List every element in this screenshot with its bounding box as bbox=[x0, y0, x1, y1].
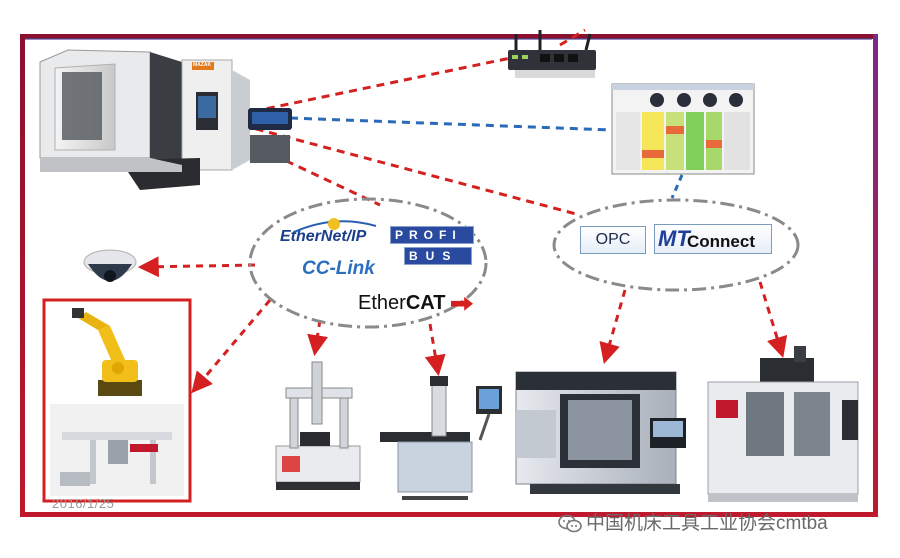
frame-left-border bbox=[20, 34, 25, 517]
mtconnect-box: MT Connect bbox=[654, 224, 772, 254]
frame-bottom-border bbox=[20, 512, 878, 517]
watermark-text: 中国机床工具工业协会cmtba bbox=[586, 513, 828, 534]
frame-top-border bbox=[20, 34, 878, 39]
ethercat-bold: CAT bbox=[405, 292, 446, 314]
opc-box: OPC bbox=[580, 226, 646, 254]
opc-label: OPC bbox=[595, 231, 631, 248]
link-fieldbus-to-cmm bbox=[307, 319, 328, 357]
ethercat-arrow-icon bbox=[451, 296, 473, 311]
link-fieldbus-to-robot bbox=[191, 299, 272, 394]
frame-top-shadow bbox=[24, 38, 872, 40]
ethercat-plain: Ether bbox=[358, 292, 406, 314]
monitoring-dashboard-screenshot bbox=[611, 83, 755, 175]
ethernet-ip-label: EtherNet/IP bbox=[280, 228, 367, 245]
link-fieldbus-to-tool-presetter bbox=[424, 323, 446, 377]
link-machine-to-router bbox=[211, 28, 586, 122]
profibus-top: PROFI bbox=[390, 226, 474, 244]
link-it-to-dmg-machine bbox=[599, 289, 627, 365]
profibus-bottom: BUS bbox=[404, 247, 472, 265]
link-machine-to-dashboard bbox=[289, 116, 613, 132]
security-camera bbox=[83, 249, 137, 282]
link-fieldbus-to-camera bbox=[137, 256, 256, 278]
ethernet-ip-swoosh bbox=[293, 218, 377, 233]
gantry-loader bbox=[60, 432, 172, 486]
fieldbus-protocols-ellipse bbox=[248, 197, 488, 329]
cc-link-logo: CC-Link bbox=[302, 258, 375, 279]
vertical-machining-center bbox=[707, 346, 859, 502]
wechat-watermark: 中国机床工具工业协会cmtba bbox=[558, 508, 828, 535]
ethercat-logo: EtherCAT bbox=[358, 292, 473, 315]
link-dashboard-to-it-protocols bbox=[670, 174, 684, 199]
it-protocols-ellipse bbox=[552, 198, 800, 292]
mtconnect-mt: MT bbox=[658, 226, 690, 251]
tool-presetter bbox=[380, 376, 502, 500]
robot-panel bbox=[42, 298, 192, 503]
horizontal-machining-center bbox=[39, 49, 292, 190]
machine-brand-plate: MAZAK bbox=[193, 62, 212, 68]
ethernet-ip-logo: EtherNet/IP bbox=[280, 228, 366, 246]
frame-right-border bbox=[873, 34, 878, 517]
coordinate-measuring-machine bbox=[275, 361, 361, 490]
five-axis-machining-center bbox=[515, 371, 686, 494]
link-it-to-vertical-machine bbox=[758, 281, 788, 359]
yellow-industrial-robot bbox=[72, 308, 142, 396]
link-machine-to-it-protocols bbox=[214, 116, 581, 217]
slide-date: 2016/1/25 bbox=[52, 496, 115, 511]
mtconnect-connect: Connect bbox=[687, 232, 755, 251]
network-router bbox=[508, 30, 596, 78]
wechat-icon bbox=[558, 514, 582, 533]
profibus-logo: PROFI BUS bbox=[390, 226, 474, 265]
